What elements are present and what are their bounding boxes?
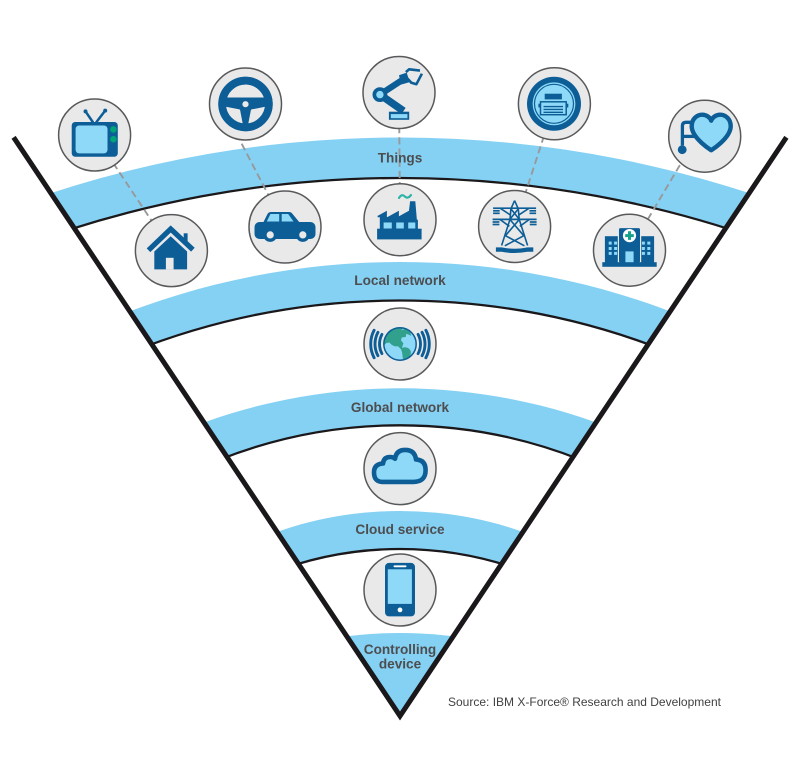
svg-text:Controlling: Controlling	[364, 642, 436, 657]
svg-text:Local network: Local network	[354, 273, 446, 288]
svg-text:Cloud service: Cloud service	[355, 522, 445, 537]
svg-text:device: device	[379, 656, 422, 671]
svg-text:Things: Things	[378, 150, 423, 165]
svg-text:Source: IBM X-Force® Research: Source: IBM X-Force® Research and Develo…	[448, 695, 722, 709]
svg-text:Global network: Global network	[351, 400, 450, 415]
